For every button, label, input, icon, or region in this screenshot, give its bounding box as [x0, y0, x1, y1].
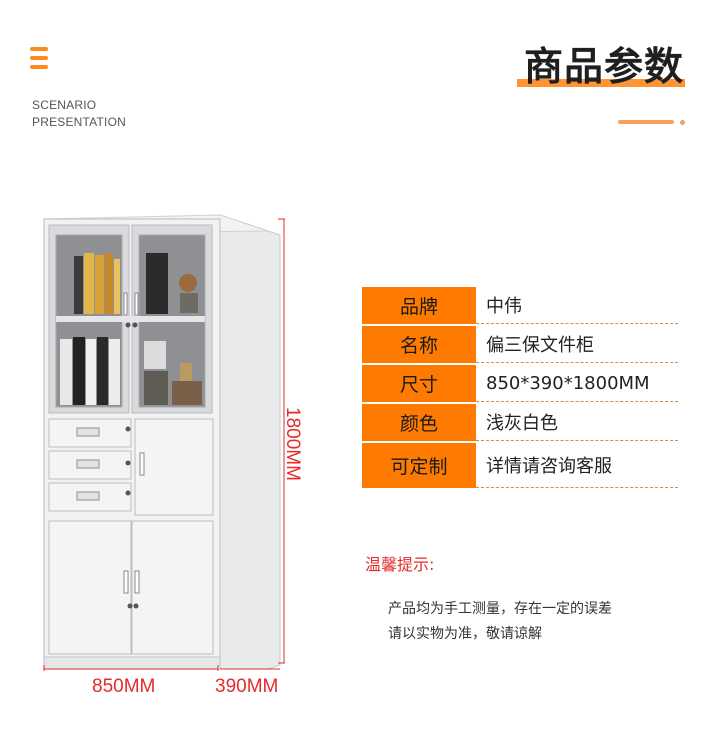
param-row-custom: 可定制 详情请咨询客服: [362, 443, 678, 488]
menu-icon[interactable]: [30, 47, 48, 69]
param-value: 浅灰白色: [476, 404, 678, 441]
decorative-dot: [680, 120, 685, 125]
menu-bar: [30, 65, 48, 69]
tips-body: 产品均为手工测量，存在一定的误差 请以实物为准，敬请谅解: [388, 597, 612, 647]
param-row-size: 尺寸 850*390*1800MM: [362, 365, 678, 402]
scenario-line-1: SCENARIO: [32, 98, 97, 112]
menu-bar: [30, 56, 48, 60]
param-value: 偏三保文件柜: [476, 326, 678, 363]
param-value: 中伟: [476, 287, 678, 324]
decorative-line: [618, 120, 674, 124]
depth-dimension-label: 390MM: [215, 676, 279, 697]
param-value: 详情请咨询客服: [476, 443, 678, 488]
param-key: 品牌: [362, 287, 476, 324]
param-row-name: 名称 偏三保文件柜: [362, 326, 678, 363]
param-key: 尺寸: [362, 365, 476, 402]
title-highlight: [517, 79, 685, 87]
scenario-caption: SCENARIO PRESENTATION: [32, 97, 126, 131]
param-table: 品牌 中伟 名称 偏三保文件柜 尺寸 850*390*1800MM 颜色 浅灰白…: [362, 287, 678, 490]
param-key: 名称: [362, 326, 476, 363]
cabinet-illustration: [43, 214, 285, 671]
page-title: 商品参数: [524, 42, 684, 94]
param-key: 可定制: [362, 443, 476, 488]
param-row-brand: 品牌 中伟: [362, 287, 678, 324]
tips-line-2: 请以实物为准，敬请谅解: [388, 626, 542, 642]
page-title-text: 商品参数: [523, 45, 684, 90]
param-row-color: 颜色 浅灰白色: [362, 404, 678, 441]
tips-title: 温馨提示:: [365, 555, 435, 574]
scenario-line-2: PRESENTATION: [32, 115, 126, 129]
height-dimension-label: 1800MM: [282, 407, 303, 481]
menu-bar: [30, 47, 48, 51]
param-key: 颜色: [362, 404, 476, 441]
param-value: 850*390*1800MM: [476, 365, 678, 402]
width-dimension-label: 850MM: [92, 676, 156, 697]
tips-line-1: 产品均为手工测量，存在一定的误差: [388, 601, 612, 617]
